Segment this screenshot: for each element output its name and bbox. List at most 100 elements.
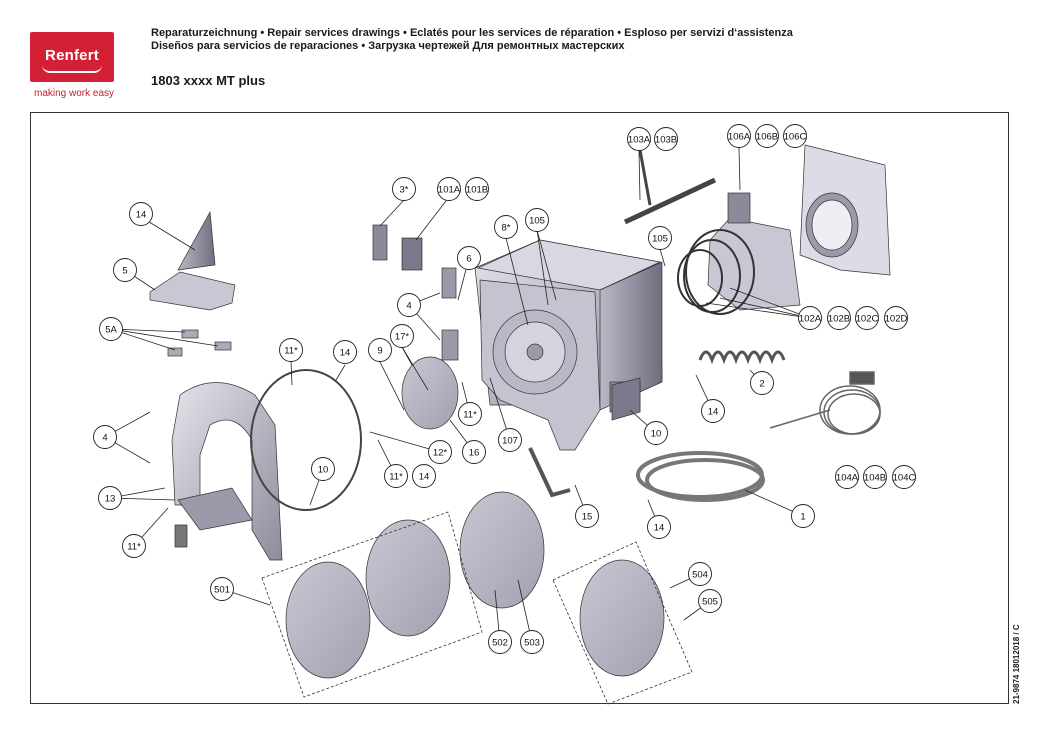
callout-102c: 102C bbox=[855, 306, 879, 330]
callout-circle bbox=[458, 402, 482, 426]
model-title: 1803 xxxx MT plus bbox=[151, 73, 266, 88]
callout-label: 501 bbox=[214, 584, 230, 595]
callout-label: 11* bbox=[127, 541, 141, 552]
callout-label: 1 bbox=[800, 511, 805, 522]
callout-label: 107 bbox=[502, 435, 518, 446]
callout-circle bbox=[855, 306, 879, 330]
disc-501b bbox=[365, 519, 451, 637]
callout-label: 102C bbox=[856, 313, 879, 324]
callout-circle bbox=[647, 515, 671, 539]
callout-circle bbox=[575, 504, 599, 528]
callout-circle bbox=[644, 421, 668, 445]
callout-105: 105 bbox=[525, 208, 549, 232]
tray bbox=[149, 271, 236, 311]
callout-label: 11* bbox=[389, 471, 403, 482]
callout-11-star: 11* bbox=[384, 464, 408, 488]
callout-circle bbox=[884, 306, 908, 330]
callout-11-star: 11* bbox=[458, 402, 482, 426]
callout-106b: 106B bbox=[755, 124, 779, 148]
callout-circle bbox=[428, 440, 452, 464]
callout-14: 14 bbox=[129, 202, 153, 226]
callout-circle bbox=[98, 486, 122, 510]
callout-label: 11* bbox=[284, 345, 298, 356]
callout-503: 503 bbox=[520, 630, 544, 654]
callout-11-star: 11* bbox=[279, 338, 303, 362]
motor-housing bbox=[474, 239, 663, 451]
callout-circle bbox=[654, 127, 678, 151]
callout-label: 102B bbox=[828, 313, 850, 324]
callout-circle bbox=[412, 464, 436, 488]
callout-circle bbox=[827, 306, 851, 330]
callout-9: 9 bbox=[368, 338, 392, 362]
callout-label: 12* bbox=[433, 447, 448, 458]
callout-label: 14 bbox=[340, 347, 351, 358]
callout-label: 17* bbox=[395, 331, 410, 342]
callout-circle bbox=[390, 324, 414, 348]
dashed-groups bbox=[261, 511, 693, 705]
callout-circle bbox=[701, 399, 725, 423]
brand-tagline: making work easy bbox=[34, 88, 115, 99]
callout-circle bbox=[798, 306, 822, 330]
callout-103a: 103A bbox=[627, 127, 651, 151]
callout-label: 5 bbox=[122, 265, 127, 276]
callout-circle bbox=[333, 340, 357, 364]
callout-5a: 5A bbox=[99, 317, 123, 341]
callout-6: 6 bbox=[457, 246, 481, 270]
callout-105: 105 bbox=[648, 226, 672, 250]
callout-circle bbox=[397, 293, 421, 317]
callout-label: 504 bbox=[692, 569, 708, 580]
callout-106a: 106A bbox=[727, 124, 751, 148]
callout-102a: 102A bbox=[798, 306, 822, 330]
callout-label: 13 bbox=[105, 493, 116, 504]
callout-circle bbox=[525, 208, 549, 232]
header-line-2: Diseños para servicios de reparaciones •… bbox=[151, 40, 625, 52]
power-cable bbox=[769, 371, 881, 435]
callout-label: 102A bbox=[799, 313, 822, 324]
callout-label: 106B bbox=[756, 131, 778, 142]
plate bbox=[611, 377, 641, 421]
callout-label: 503 bbox=[524, 637, 540, 648]
callout-label: 14 bbox=[654, 522, 665, 533]
callout-15: 15 bbox=[575, 504, 599, 528]
callout-1: 1 bbox=[791, 504, 815, 528]
callout-13: 13 bbox=[98, 486, 122, 510]
callout-label: 10 bbox=[318, 464, 329, 475]
callout-102b: 102B bbox=[827, 306, 851, 330]
callout-label: 105 bbox=[652, 233, 668, 244]
callout-circle bbox=[210, 577, 234, 601]
callout-4: 4 bbox=[93, 425, 117, 449]
callout-circle bbox=[488, 630, 512, 654]
callout-circle bbox=[279, 338, 303, 362]
callout-label: 106C bbox=[784, 131, 807, 142]
callout-circle bbox=[99, 317, 123, 341]
callout-10: 10 bbox=[644, 421, 668, 445]
callout-505: 505 bbox=[698, 589, 722, 613]
renfert-logo: Renfert bbox=[30, 32, 114, 82]
callout-circle bbox=[462, 440, 486, 464]
callout-11-star: 11* bbox=[122, 534, 146, 558]
fan-cover bbox=[799, 144, 891, 276]
callout-label: 502 bbox=[492, 637, 508, 648]
disc-502 bbox=[459, 491, 545, 609]
holder-bracket bbox=[177, 210, 216, 271]
callout-circle bbox=[368, 338, 392, 362]
saw-guard bbox=[171, 382, 283, 561]
header-line-1: Reparaturzeichnung • Repair services dra… bbox=[151, 27, 793, 39]
grinding-disc-small bbox=[401, 356, 459, 430]
callout-label: 10 bbox=[651, 428, 662, 439]
brand-name: Renfert bbox=[45, 47, 99, 64]
callout-circle bbox=[465, 177, 489, 201]
callout-3-star: 3* bbox=[392, 177, 416, 201]
hose bbox=[636, 451, 765, 502]
callout-101b: 101B bbox=[465, 177, 489, 201]
belt-loop bbox=[250, 369, 362, 511]
callout-label: 5A bbox=[105, 324, 117, 335]
callout-circle bbox=[791, 504, 815, 528]
callout-14: 14 bbox=[412, 464, 436, 488]
callout-circle bbox=[835, 465, 859, 489]
callout-504: 504 bbox=[688, 562, 712, 586]
spring bbox=[698, 350, 786, 365]
callout-circle bbox=[494, 215, 518, 239]
